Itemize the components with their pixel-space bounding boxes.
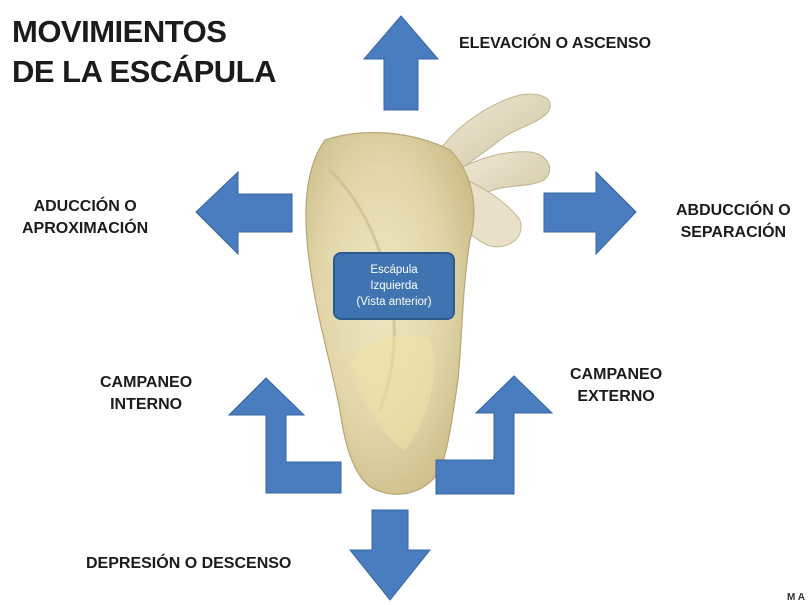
external-rotation-label-line-2: EXTERNO (577, 388, 655, 405)
external-rotation-arrow (435, 375, 554, 495)
adduction-label-line-2: APROXIMACIÓN (22, 220, 149, 237)
abduction-arrow (543, 170, 637, 256)
adduction-arrow (195, 170, 293, 256)
abduction-label-line-2: SEPARACIÓN (680, 224, 787, 241)
abduction-label-line-1: ABDUCCIÓN O (676, 202, 791, 219)
internal-rotation-label: CAMPANEO INTERNO (100, 372, 192, 416)
adduction-label-line-1: ADUCCIÓN O (33, 198, 137, 215)
corner-mark: M A (787, 592, 805, 603)
arrows (195, 15, 637, 601)
elevation-label: ELEVACIÓN O ASCENSO (459, 35, 652, 52)
title-line-1: MOVIMIENTOS (12, 14, 227, 49)
page-title: MOVIMIENTOS DE LA ESCÁPULA (12, 12, 276, 92)
abduction-label: ABDUCCIÓN O SEPARACIÓN (676, 200, 791, 244)
depression-label: DEPRESIÓN O DESCENSO (86, 555, 292, 572)
depression-arrow (348, 509, 432, 601)
scapula-label-box: Escápula Izquierda (Vista anterior) (333, 252, 455, 320)
scapula-label-line-1: Escápula (370, 264, 418, 276)
adduction-label: ADUCCIÓN O APROXIMACIÓN (22, 196, 148, 240)
acromion-process (429, 93, 551, 176)
internal-rotation-label-line-2: INTERNO (110, 396, 183, 413)
elevation-arrow (362, 15, 440, 111)
scapula-label-line-3: (Vista anterior) (356, 296, 432, 308)
internal-rotation-label-line-1: CAMPANEO (100, 374, 193, 391)
blade-highlight (350, 335, 434, 450)
title-line-2: DE LA ESCÁPULA (12, 54, 276, 89)
external-rotation-label-line-1: CAMPANEO (570, 366, 663, 383)
internal-rotation-arrow (227, 377, 342, 494)
external-rotation-label: CAMPANEO EXTERNO (570, 364, 662, 408)
scapula-label-line-2: Izquierda (370, 280, 418, 292)
